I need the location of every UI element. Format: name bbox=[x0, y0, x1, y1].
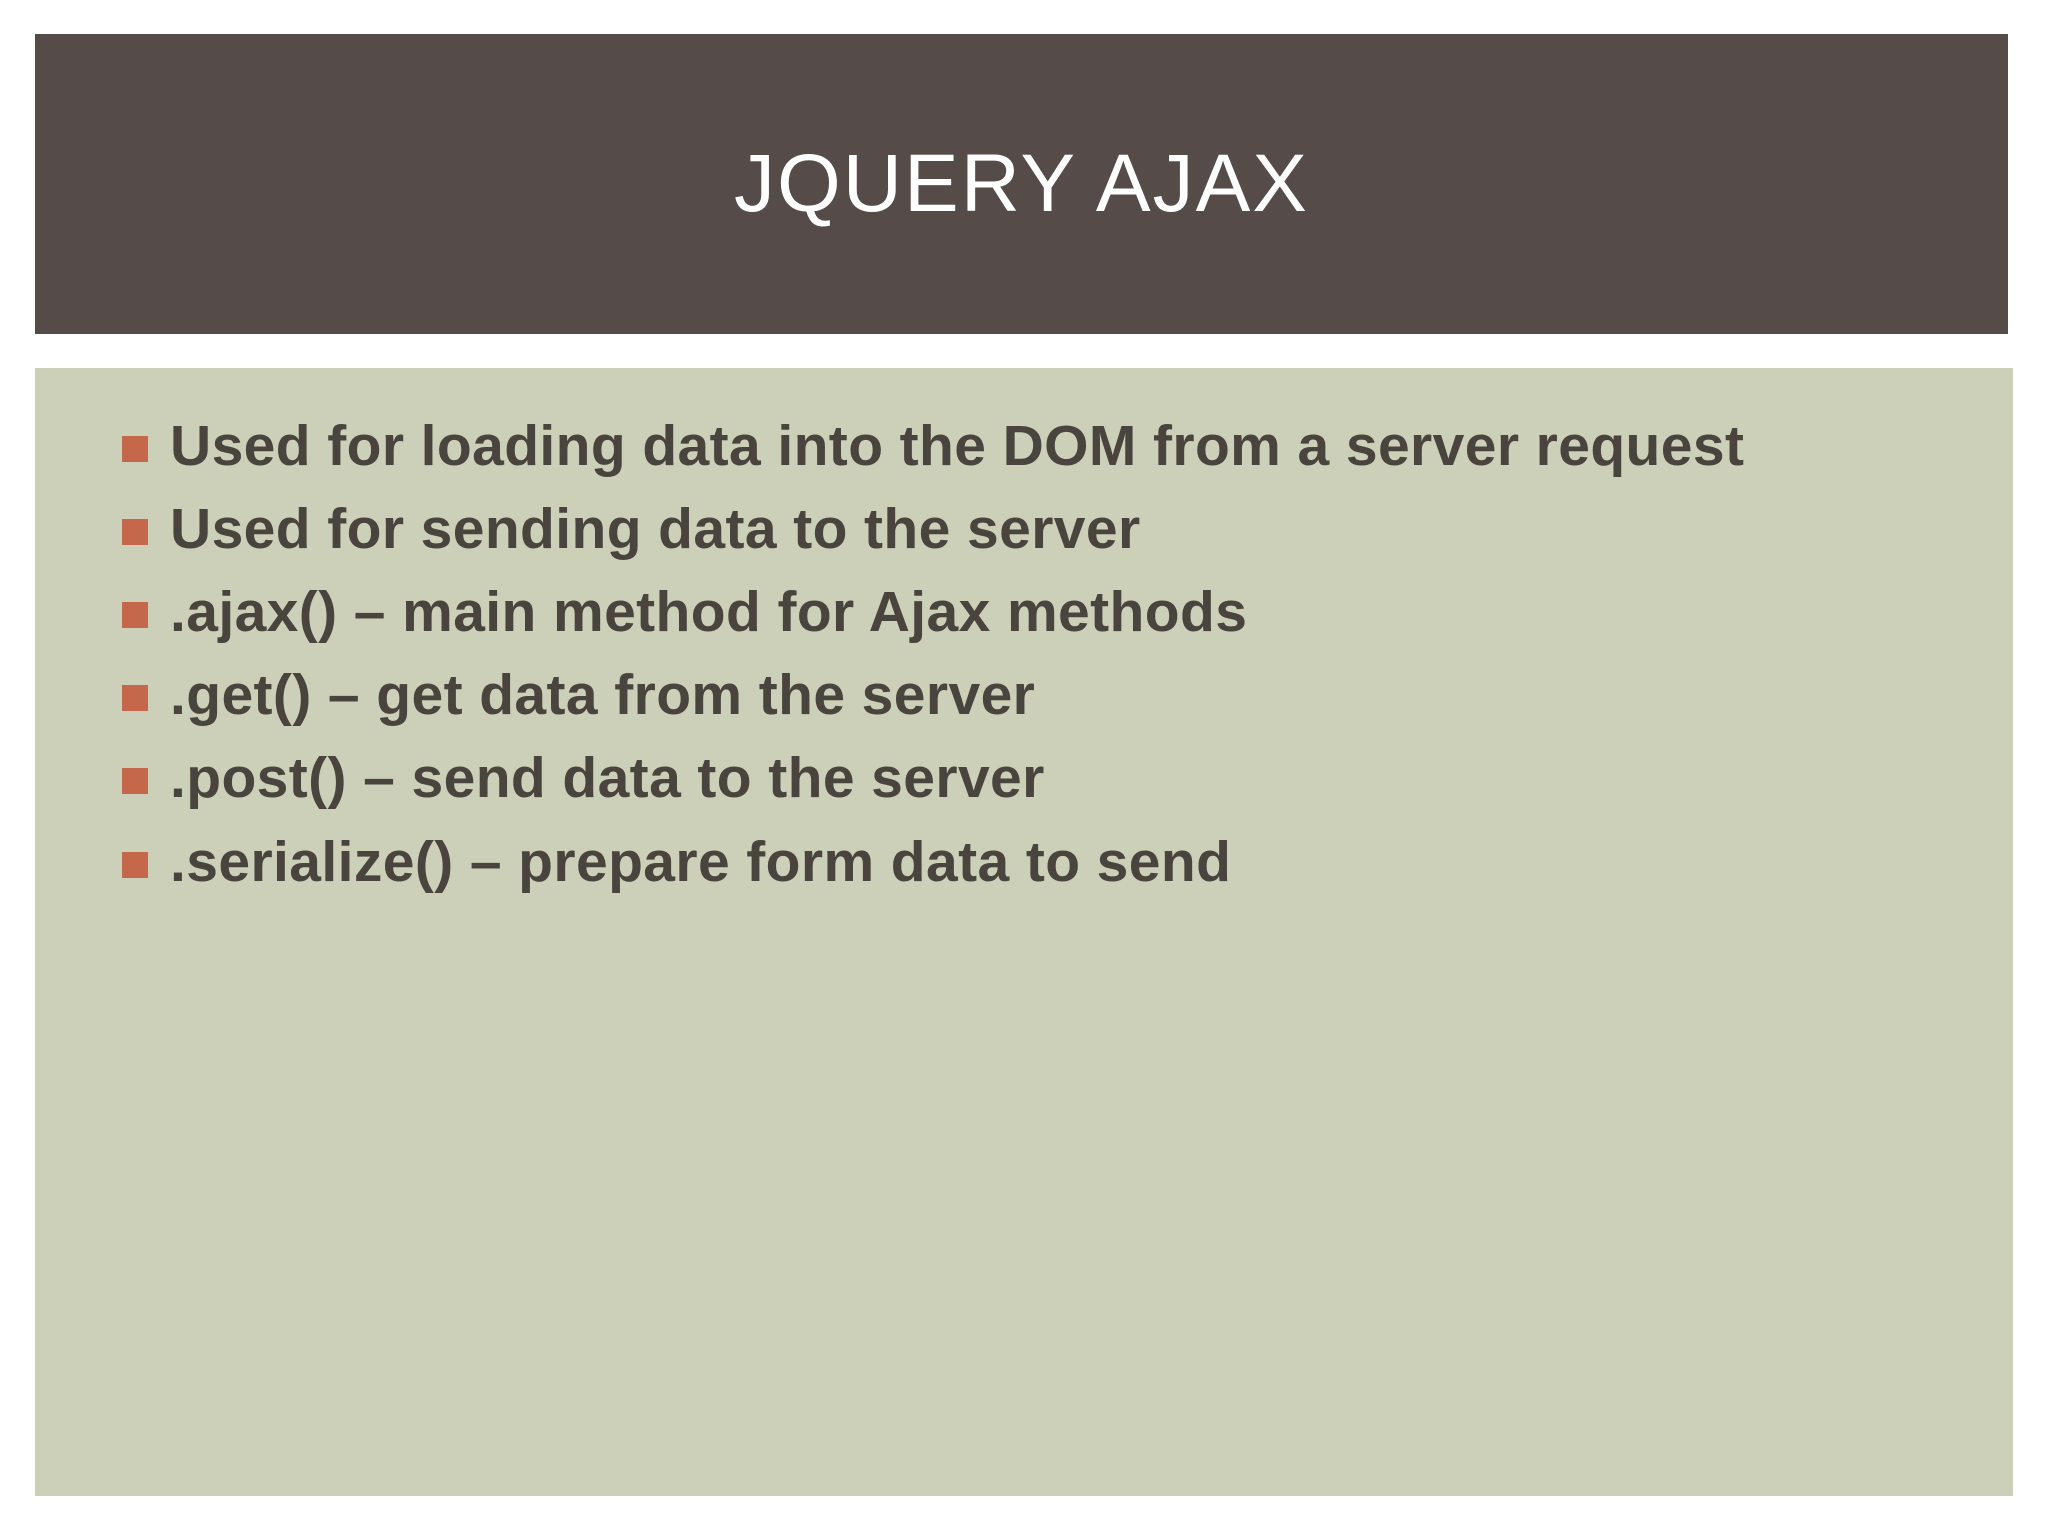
slide-title-banner: JQUERY AJAX bbox=[35, 34, 2008, 334]
list-item-label: .get() – get data from the server bbox=[170, 663, 1036, 728]
list-item-label: .post() – send data to the server bbox=[170, 746, 1045, 811]
list-item: Used for loading data into the DOM from … bbox=[122, 413, 1890, 479]
list-item: .serialize() – prepare form data to send bbox=[122, 829, 1890, 895]
bullet-list: Used for loading data into the DOM from … bbox=[122, 413, 1943, 895]
list-item-label: .serialize() – prepare form data to send bbox=[170, 829, 1232, 894]
square-bullet-icon bbox=[122, 436, 148, 462]
list-item-label: .ajax() – main method for Ajax methods bbox=[170, 580, 1248, 645]
square-bullet-icon bbox=[122, 768, 148, 795]
square-bullet-icon bbox=[122, 685, 148, 712]
list-item: .get() – get data from the server bbox=[122, 662, 1890, 728]
square-bullet-icon bbox=[122, 519, 148, 546]
list-item: Used for sending data to the server bbox=[122, 496, 1890, 562]
list-item: .ajax() – main method for Ajax methods bbox=[122, 579, 1890, 645]
slide-body-panel: Used for loading data into the DOM from … bbox=[35, 368, 2013, 1496]
list-item-label: Used for loading data into the DOM from … bbox=[170, 414, 1745, 478]
square-bullet-icon bbox=[122, 602, 148, 629]
page-title: JQUERY AJAX bbox=[734, 138, 1309, 229]
list-item-label: Used for sending data to the server bbox=[170, 497, 1141, 562]
square-bullet-icon bbox=[122, 851, 148, 878]
list-item: .post() – send data to the server bbox=[122, 745, 1890, 811]
